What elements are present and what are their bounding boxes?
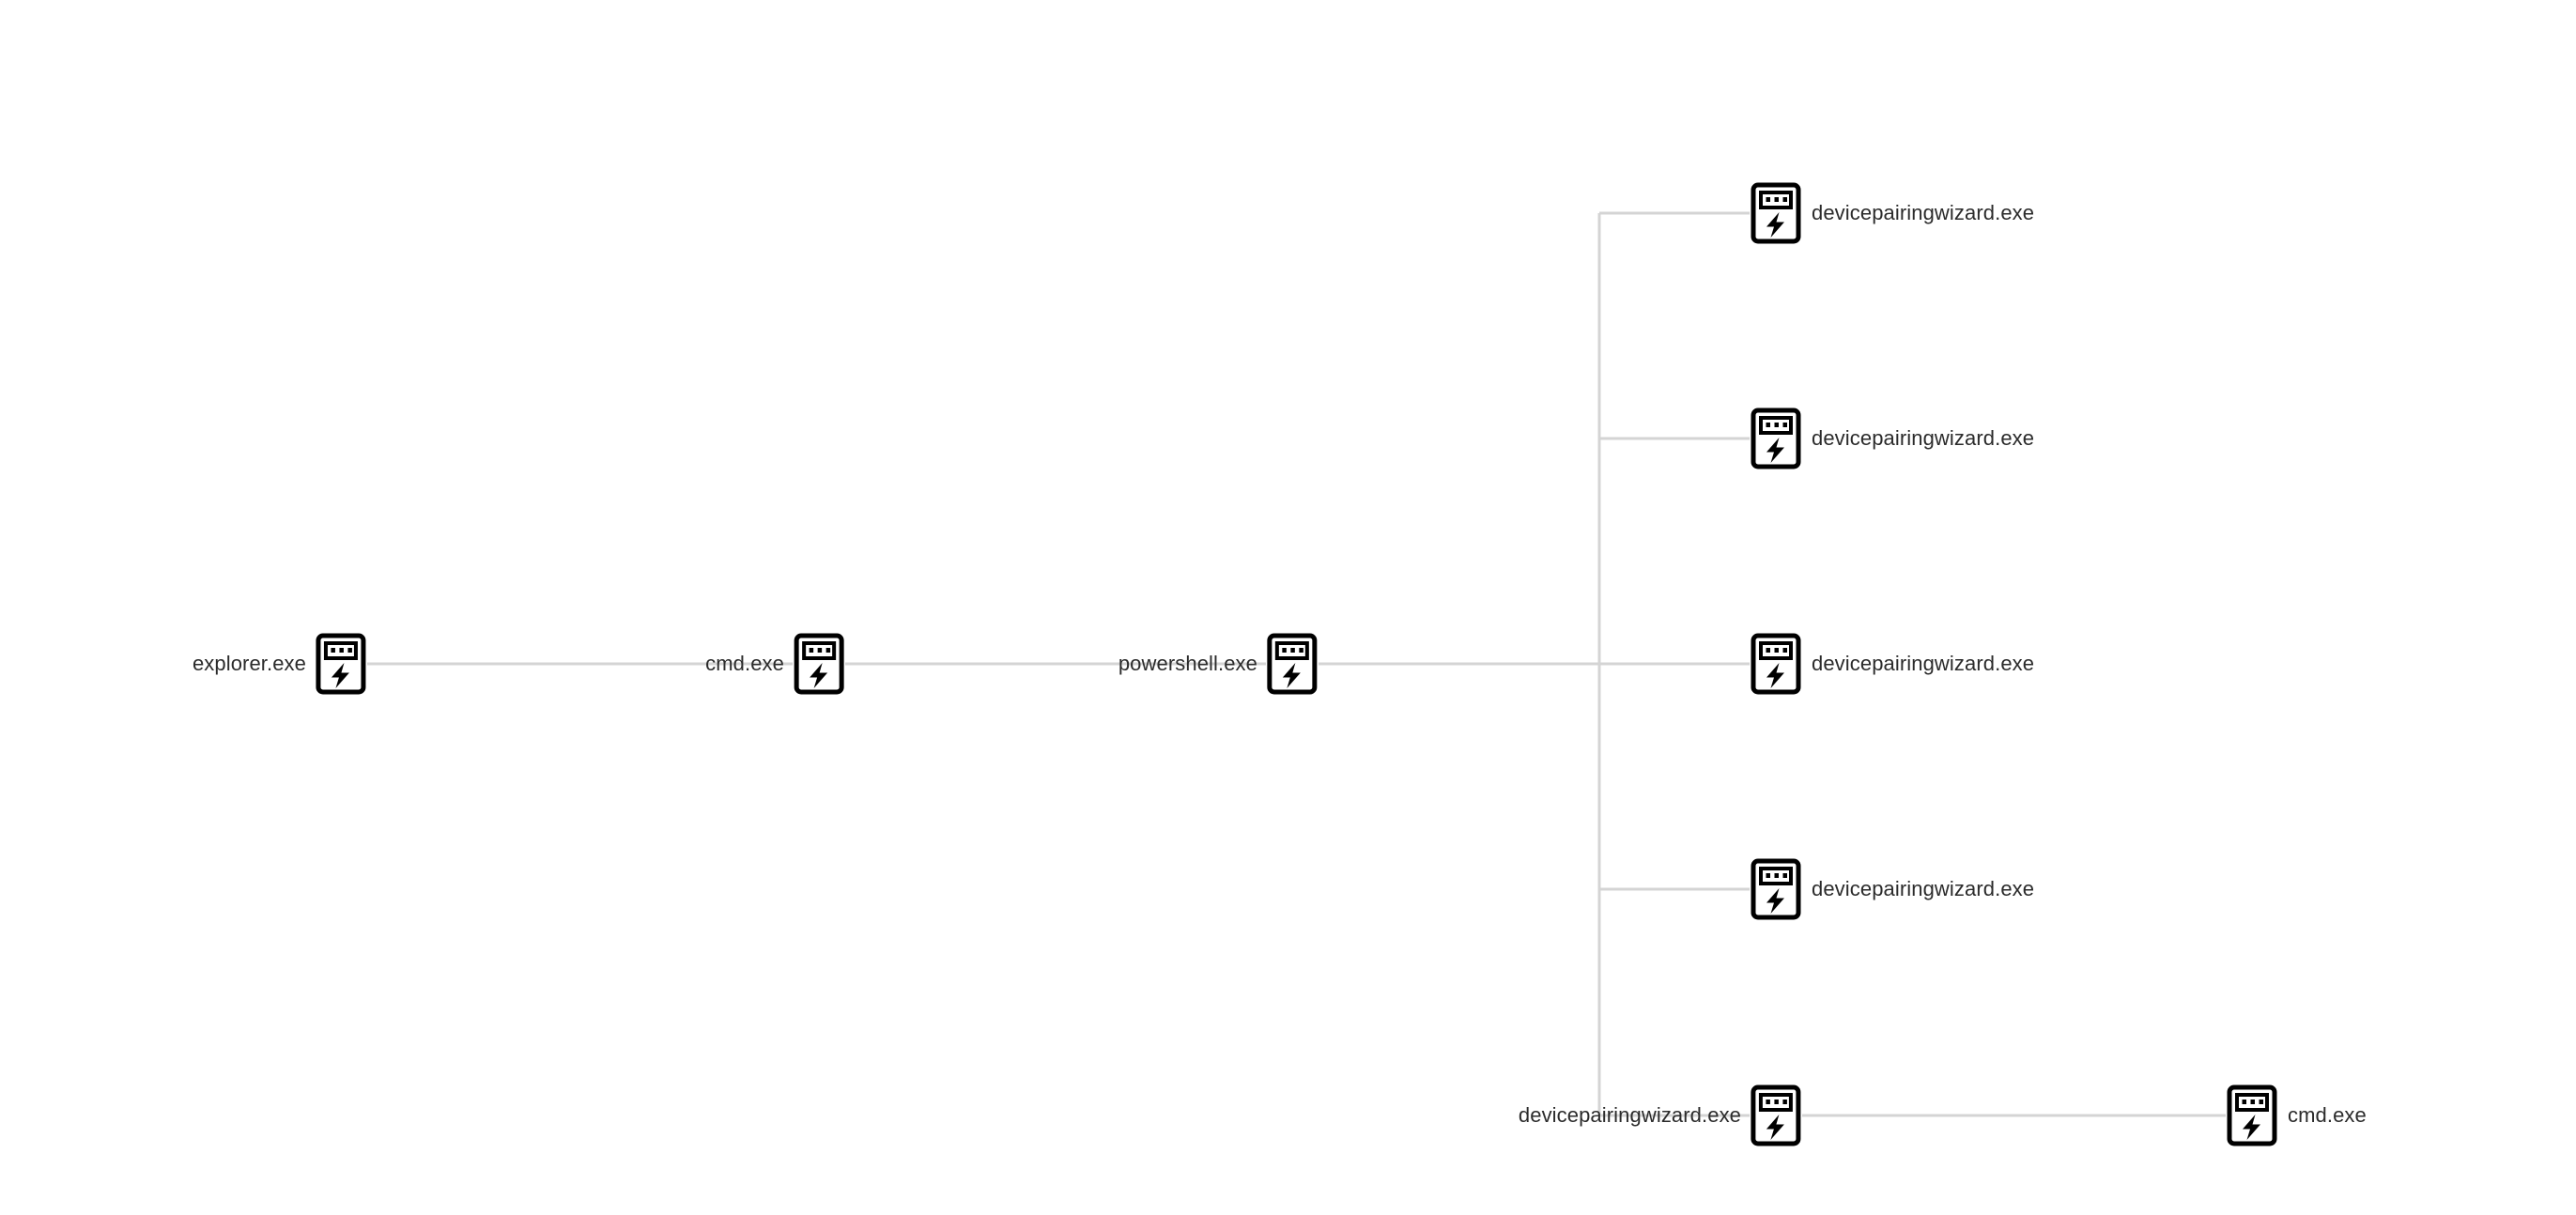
process-node-label: devicepairingwizard.exe bbox=[1812, 652, 2035, 675]
process-executable-icon bbox=[794, 633, 844, 695]
process-node-label: explorer.exe bbox=[192, 652, 306, 675]
process-node-label: devicepairingwizard.exe bbox=[1518, 1103, 1741, 1127]
process-executable-icon bbox=[1751, 1084, 1801, 1146]
process-node-label: devicepairingwizard.exe bbox=[1812, 877, 2035, 900]
process-executable-icon bbox=[1751, 633, 1801, 695]
process-node-explorer[interactable]: explorer.exe bbox=[193, 633, 367, 695]
process-node-label: cmd.exe bbox=[2288, 1103, 2367, 1127]
process-node-cmd-2[interactable]: cmd.exe bbox=[2226, 1084, 2367, 1146]
process-executable-icon bbox=[1751, 182, 1801, 244]
process-node-dpw-5[interactable]: devicepairingwizard.exe bbox=[1519, 1084, 1802, 1146]
process-executable-icon bbox=[1751, 408, 1801, 469]
process-executable-icon bbox=[2227, 1084, 2277, 1146]
process-node-dpw-1[interactable]: devicepairingwizard.exe bbox=[1750, 182, 2034, 244]
process-node-dpw-4[interactable]: devicepairingwizard.exe bbox=[1750, 858, 2034, 920]
process-node-label: powershell.exe bbox=[1118, 652, 1257, 675]
process-node-cmd-1[interactable]: cmd.exe bbox=[705, 633, 845, 695]
process-node-label: cmd.exe bbox=[705, 652, 784, 675]
process-executable-icon bbox=[1751, 858, 1801, 920]
process-node-powershell[interactable]: powershell.exe bbox=[1118, 633, 1319, 695]
process-executable-icon bbox=[316, 633, 366, 695]
process-node-dpw-2[interactable]: devicepairingwizard.exe bbox=[1750, 408, 2034, 469]
process-node-label: devicepairingwizard.exe bbox=[1812, 426, 2035, 450]
process-node-dpw-3[interactable]: devicepairingwizard.exe bbox=[1750, 633, 2034, 695]
process-executable-icon bbox=[1267, 633, 1318, 695]
process-node-label: devicepairingwizard.exe bbox=[1812, 201, 2035, 224]
